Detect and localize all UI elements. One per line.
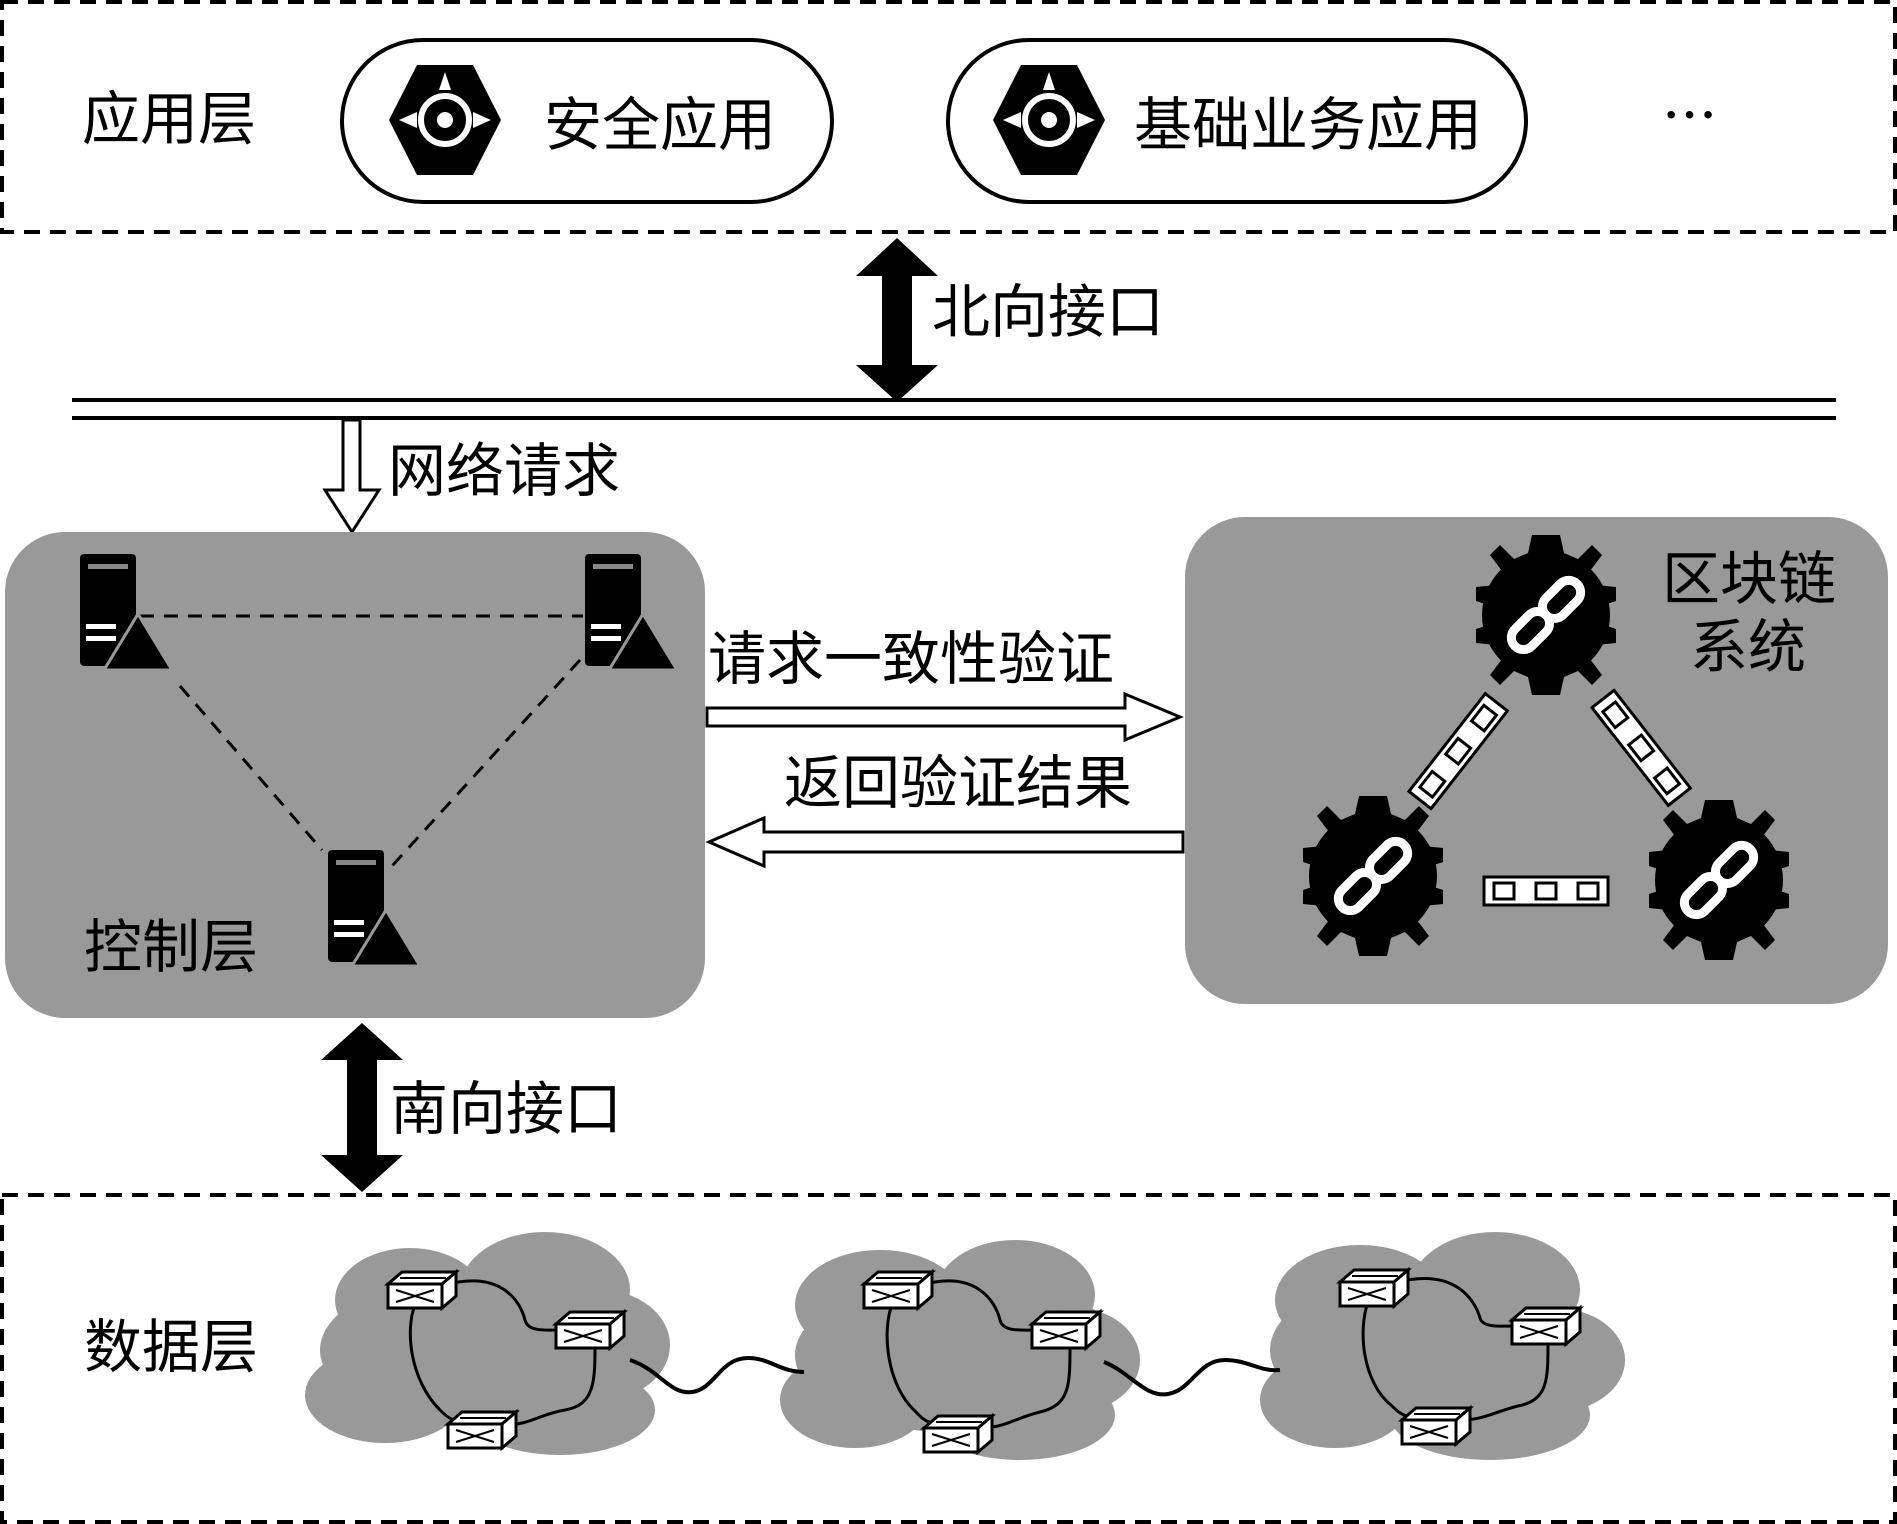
return-result-label: 返回验证结果 [784,749,1133,817]
northbound-arrow [856,238,938,402]
switch-icon [1400,1406,1472,1446]
gear-link-icon [1649,800,1789,960]
switch-icon [922,1414,994,1454]
switch-icon [862,1270,934,1310]
request-consensus-label: 请求一致性验证 [708,625,1115,693]
switch-links [408,1277,1550,1430]
app-label: 基础业务应用 [1134,91,1483,159]
app-label: 安全应用 [544,91,777,159]
control-layer-panel [5,532,705,1018]
control-layer-label: 控制层 [84,913,259,981]
blockchain-label-line1: 区块链 [1662,545,1837,613]
gear-link-icon [1303,796,1443,956]
network-request-arrow [322,418,382,535]
switch-icon [446,1410,518,1450]
data-layer-label: 数据层 [84,1313,259,1381]
data-layer-frame [0,1193,1897,1524]
app-pill-security: 安全应用 [340,38,834,204]
switch-icon [1338,1268,1410,1308]
switch-icon [1030,1310,1102,1350]
cloud-link [1103,1357,1281,1397]
gear-link-icon [1476,535,1616,695]
cloud-link [629,1355,805,1395]
network-request-label: 网络请求 [388,437,621,505]
switch-icon [554,1310,626,1350]
return-result-arrow [705,815,1185,869]
apps-ellipsis: ··· [1662,81,1718,149]
app-pill-basic-business: 基础业务应用 [946,38,1528,204]
server-links [140,614,583,868]
southbound-arrow [321,1023,403,1192]
southbound-interface-label: 南向接口 [390,1075,623,1143]
blockchain-label-line2: 系统 [1690,613,1807,681]
application-layer-label: 应用层 [82,85,257,153]
application-layer-frame [0,0,1897,234]
switch-icon [386,1270,458,1310]
northbound-interface-label: 北向接口 [932,278,1165,346]
chain-icon [1482,875,1610,907]
switch-icon [1510,1306,1582,1346]
request-consensus-arrow [705,691,1184,743]
